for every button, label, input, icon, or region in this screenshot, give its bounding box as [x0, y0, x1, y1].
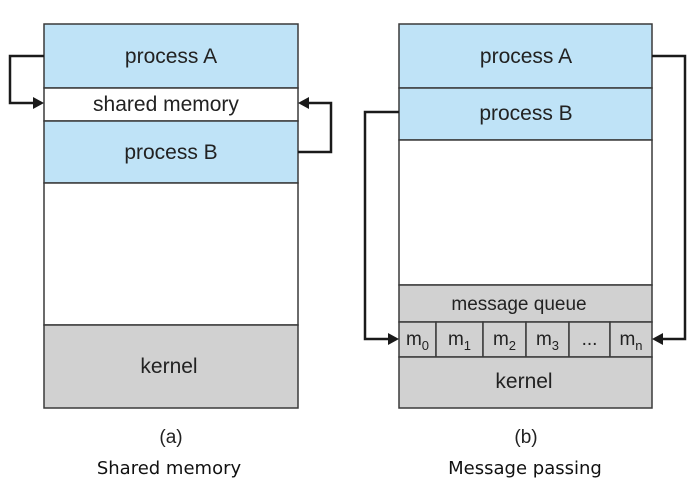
- shared-memory-diagram: process A shared memory process B kernel…: [8, 23, 333, 479]
- process-b-box-a: [43, 120, 299, 184]
- message-slot-subscript: 1: [464, 338, 471, 353]
- process-b-label-a: process B: [124, 141, 217, 164]
- message-slot-subscript: n: [635, 338, 642, 353]
- arrow-process-b-to-shared: [298, 101, 333, 154]
- free-memory-box-a: [43, 182, 299, 326]
- arrow-process-a-to-queue: [652, 54, 687, 341]
- kernel-box-a: [43, 324, 299, 409]
- arrowhead-b-right: [652, 333, 663, 345]
- diagram-b-label: (b): [514, 427, 537, 448]
- arrow-process-a-to-shared: [8, 54, 44, 105]
- diagram-a-caption: Shared memory: [97, 458, 242, 479]
- process-a-label-b: process A: [480, 45, 572, 68]
- process-b-label-b: process B: [479, 102, 572, 125]
- message-slot-box: [398, 321, 437, 358]
- shared-memory-box: [43, 87, 299, 122]
- diagram-b-caption: Message passing: [448, 458, 602, 479]
- kernel-label-b: kernel: [495, 370, 552, 393]
- arrow-process-b-to-queue: [363, 110, 399, 341]
- free-memory-box-b: [398, 139, 653, 286]
- arrowhead-a-left: [33, 97, 44, 109]
- shared-memory-label: shared memory: [93, 93, 239, 116]
- message-slot-label: ...: [582, 329, 598, 350]
- arrowhead-a-right: [298, 97, 309, 109]
- process-b-box-b: [398, 87, 653, 141]
- kernel-box-b: [398, 356, 653, 409]
- message-slot-subscript: 0: [422, 338, 429, 353]
- message-queue-label: message queue: [451, 294, 586, 315]
- message-slot-box: [482, 321, 527, 358]
- message-slot-subscript: 2: [509, 338, 516, 353]
- process-a-box-a: [43, 23, 299, 89]
- diagram-a-label: (a): [159, 427, 182, 448]
- arrowhead-b-left: [388, 333, 399, 345]
- kernel-label-a: kernel: [140, 355, 197, 378]
- process-a-label-a: process A: [125, 45, 217, 68]
- message-slot-subscript: 3: [552, 338, 559, 353]
